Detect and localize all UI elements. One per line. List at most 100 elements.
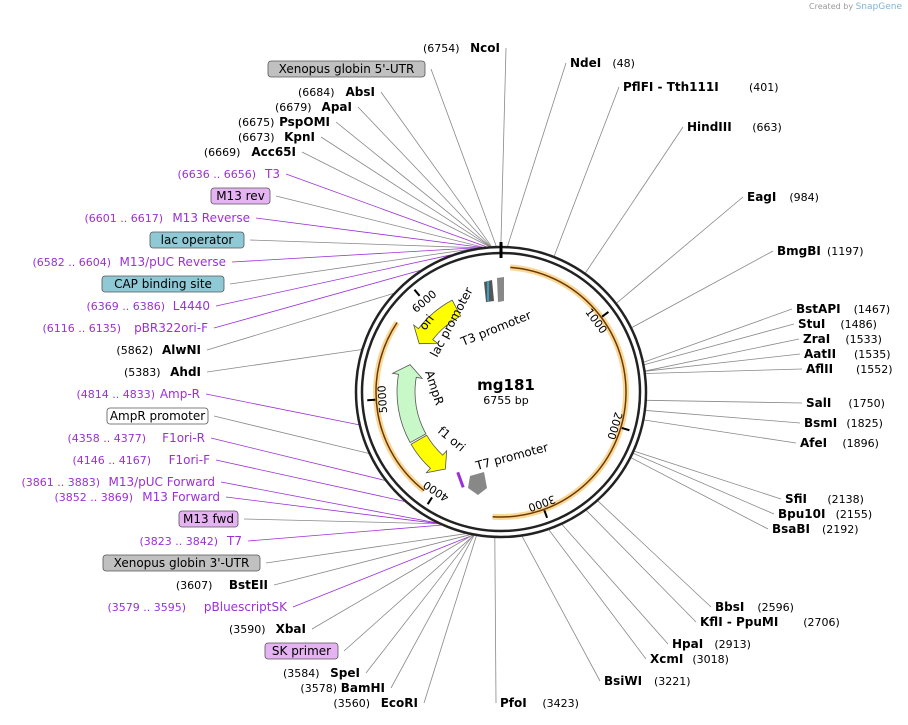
primer-label: M13/pUC Reverse bbox=[120, 255, 227, 269]
coord-label: (6669) bbox=[204, 146, 241, 159]
enzyme-coord: (3423) bbox=[542, 697, 579, 710]
enzyme-leader bbox=[494, 537, 497, 704]
coord-label: (5383) bbox=[124, 366, 161, 379]
enzyme-coord: (2192) bbox=[822, 523, 859, 536]
enzyme-label: EcoRI bbox=[381, 696, 418, 710]
feature-box bbox=[101, 275, 225, 293]
enzyme-label: SpeI bbox=[330, 666, 360, 680]
label-leader bbox=[357, 106, 491, 247]
enzyme-coord: (401) bbox=[749, 81, 779, 94]
coord-label: (3823 .. 3842) bbox=[139, 535, 218, 548]
coord-label: (6601 .. 6617) bbox=[84, 212, 163, 225]
primer-label: M13/pUC Forward bbox=[108, 475, 215, 489]
enzyme-coord: (1750) bbox=[848, 397, 885, 410]
coord-label: (3861 .. 3883) bbox=[21, 476, 100, 489]
enzyme-label: KpnI bbox=[284, 130, 315, 144]
label-leader bbox=[255, 217, 482, 248]
label-leader bbox=[301, 151, 490, 247]
enzyme-leader bbox=[616, 196, 744, 304]
enzyme-leader bbox=[597, 500, 712, 608]
tick-label: 3000 bbox=[526, 492, 557, 514]
feature-arrows bbox=[391, 299, 462, 474]
enzyme-leader bbox=[646, 399, 803, 404]
enzyme-label: PfoI bbox=[500, 696, 527, 710]
coord-label: (6684) bbox=[298, 86, 335, 99]
tick-mark bbox=[621, 427, 630, 432]
label-leader bbox=[210, 437, 385, 481]
primer-label: T7 bbox=[226, 534, 242, 548]
primer-label: pBluescriptSK bbox=[204, 600, 288, 614]
primer-label: L4440 bbox=[173, 299, 210, 313]
t3-promoter-label: T3 promoter bbox=[458, 308, 533, 349]
tick-mark bbox=[426, 496, 433, 505]
enzyme-coord: (1825) bbox=[846, 417, 883, 430]
snapgene-logo: SnapGene bbox=[855, 2, 902, 12]
coord-label: (5862) bbox=[116, 344, 153, 357]
coord-label: (3607) bbox=[176, 579, 213, 592]
enzyme-label: HindIII bbox=[687, 120, 732, 134]
label-leader bbox=[220, 481, 437, 524]
label-leader bbox=[215, 254, 451, 307]
coord-label: (6636 .. 6656) bbox=[177, 168, 256, 181]
plasmid-size: 6755 bp bbox=[483, 394, 528, 407]
feature-box-label: M13 rev bbox=[216, 189, 265, 203]
tick-label: 4000 bbox=[421, 478, 452, 504]
enzyme-label: Bpu10I bbox=[778, 507, 825, 521]
enzyme-coord: (2706) bbox=[803, 616, 840, 629]
enzyme-coord: (3221) bbox=[654, 675, 691, 688]
feature-box bbox=[106, 407, 209, 425]
enzyme-leader bbox=[643, 308, 793, 363]
enzyme-coord: (663) bbox=[752, 121, 782, 134]
enzyme-leader bbox=[645, 353, 801, 372]
label-leader bbox=[273, 534, 471, 586]
enzyme-label: XbaI bbox=[276, 622, 306, 636]
label-leader bbox=[390, 535, 475, 689]
label-leader bbox=[275, 195, 483, 248]
enzyme-label: BmgBI bbox=[777, 244, 821, 258]
enzyme-leader bbox=[645, 338, 800, 372]
tick-mark bbox=[543, 509, 549, 519]
coord-label: (6754) bbox=[423, 42, 460, 55]
enzyme-leader bbox=[644, 323, 795, 366]
feature-box bbox=[267, 60, 426, 78]
tick-mark bbox=[601, 311, 610, 318]
feature-box-label: AmpR promoter bbox=[110, 409, 205, 423]
enzyme-coord: (1533) bbox=[845, 333, 882, 346]
feature-box bbox=[210, 187, 271, 205]
enzyme-coord: (1552) bbox=[856, 363, 893, 376]
label-leader bbox=[206, 349, 362, 373]
enzyme-label: AflII bbox=[806, 362, 833, 376]
label-leader bbox=[430, 68, 497, 247]
coord-label: (6582 .. 6604) bbox=[32, 256, 111, 269]
feature-box bbox=[149, 231, 245, 249]
primer-label: T3 bbox=[264, 167, 280, 181]
coord-label: (6369 .. 6386) bbox=[86, 300, 165, 313]
label-leader bbox=[231, 247, 480, 263]
label-leader bbox=[243, 518, 439, 525]
enzyme-coord: (2138) bbox=[827, 493, 864, 506]
feature-box-label: M13 fwd bbox=[183, 512, 234, 526]
ampr-label: AmpR bbox=[422, 369, 446, 407]
primer-label: M13 Forward bbox=[142, 490, 220, 504]
enzyme-leader bbox=[644, 419, 797, 444]
enzyme-label: PflFI - Tth111I bbox=[623, 80, 719, 94]
label-leader bbox=[365, 535, 474, 674]
enzyme-coord: (1896) bbox=[842, 437, 879, 450]
coord-label: (4146 .. 4167) bbox=[72, 454, 151, 467]
primer-label: F1ori-R bbox=[162, 431, 205, 445]
plasmid-name: mg181 bbox=[477, 376, 535, 394]
coord-label: (4814 .. 4833) bbox=[76, 388, 155, 401]
primer-label: F1ori-F bbox=[169, 453, 210, 467]
coord-label: (3852 .. 3869) bbox=[54, 491, 133, 504]
f1-ori-label: f1 ori bbox=[435, 424, 468, 455]
label-leader bbox=[380, 91, 492, 247]
enzyme-leader bbox=[561, 524, 669, 645]
label-leader bbox=[292, 534, 473, 608]
enzyme-leader bbox=[586, 510, 697, 623]
enzyme-label: PspOMI bbox=[279, 115, 330, 129]
coord-label: (6673) bbox=[238, 131, 275, 144]
feature-box bbox=[264, 642, 339, 660]
label-leader bbox=[213, 415, 369, 454]
coord-label: (3590) bbox=[229, 623, 266, 636]
label-leader bbox=[206, 293, 394, 351]
